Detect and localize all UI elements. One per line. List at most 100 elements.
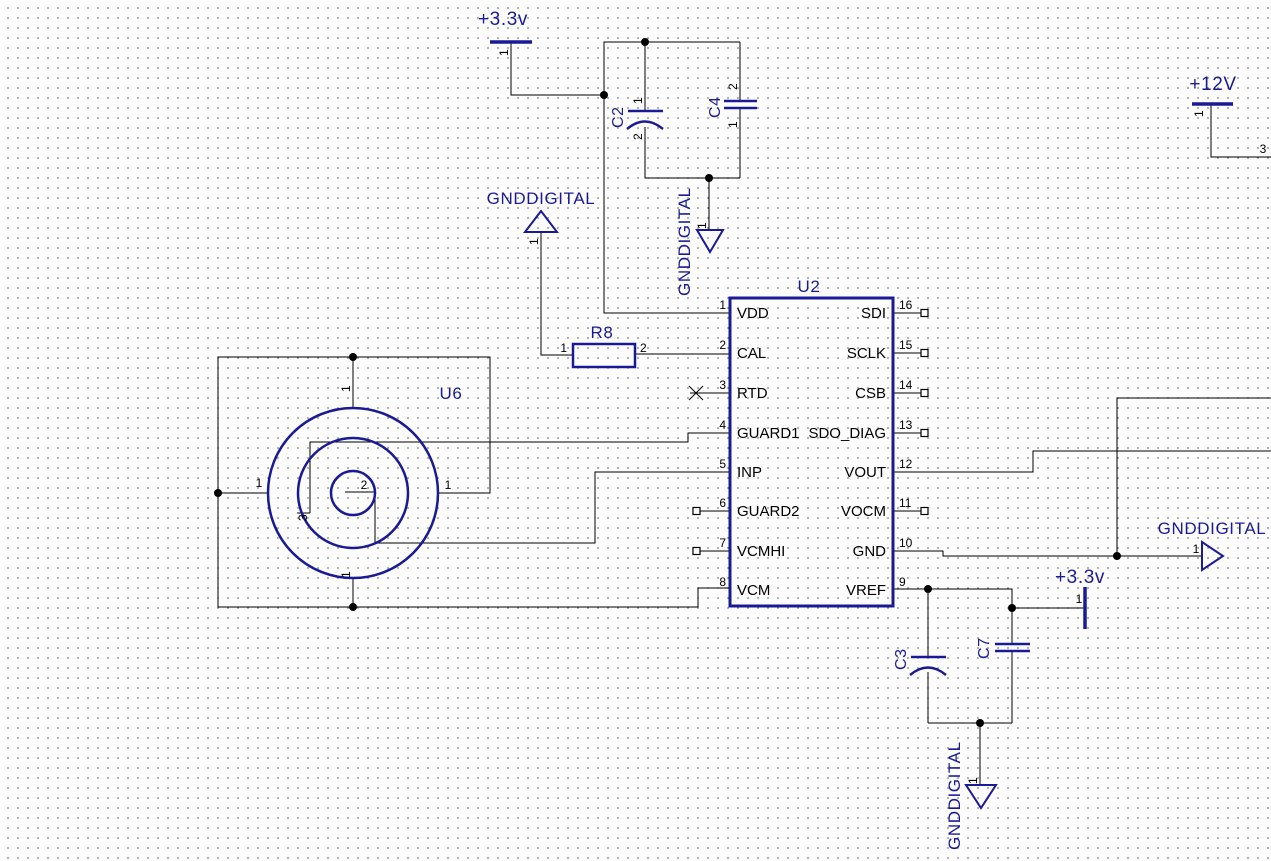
pin-num-c2-1: 1 [631, 97, 645, 104]
junction-dot [214, 489, 222, 497]
net-label-3v3-right: +3.3v [1055, 567, 1105, 588]
pin-name-vcmhi: VCMHI [737, 543, 785, 560]
pin-num-r8-2: 2 [640, 341, 647, 355]
junction-dot [705, 174, 713, 182]
pin-name-sclk: SCLK [847, 345, 886, 362]
ref-C7: C7 [976, 637, 993, 659]
gnd-label-bot-vert: GNDDIGITAL [945, 741, 964, 850]
ic-u2-body[interactable] [728, 296, 895, 608]
pin-name-gnd: GND [853, 543, 887, 560]
net-label-3v3-top: +3.3v [478, 9, 528, 30]
pin-num-16: 16 [899, 298, 913, 312]
shapes-layer [266, 40, 1233, 810]
junction-dot [924, 585, 932, 593]
pin-num-gndtop-1: 1 [695, 222, 709, 229]
cap-c2-curved-plate[interactable] [626, 120, 664, 130]
gnd-label-top-vert: GNDDIGITAL [675, 187, 694, 296]
pin-num-c4-1: 1 [726, 121, 740, 128]
pin-name-guard2: GUARD2 [737, 503, 800, 520]
gnd-triangle-bot-down[interactable] [964, 784, 998, 810]
wire-c2-bottom[interactable] [644, 127, 740, 179]
gnd-label-left: GNDDIGITAL [487, 189, 596, 208]
noconnect-pin11[interactable] [920, 506, 929, 516]
pin-num-c4-2: 2 [726, 83, 740, 90]
pin-num-7: 7 [719, 536, 726, 550]
wire-3v3-feed[interactable] [510, 42, 604, 96]
pin-num-6: 6 [719, 496, 726, 510]
wire-vcm-net[interactable] [353, 587, 730, 608]
pin-name-guard1: GUARD1 [737, 425, 800, 442]
wires-layer [217, 41, 1271, 785]
pin-num-gndleft-1: 1 [527, 238, 541, 245]
pin-num-edge-3: 3 [1260, 142, 1267, 156]
wire-gnd-branch[interactable] [1116, 397, 1271, 556]
pin-name-vocm: VOCM [841, 503, 886, 520]
pin-num-u6top-1: 1 [339, 385, 353, 392]
net-label-12v: +12V [1189, 74, 1236, 95]
ref-C3: C3 [893, 648, 910, 670]
pin-num-4: 4 [719, 418, 726, 432]
wire-vdd-net[interactable] [603, 41, 740, 314]
pin-num-u6bot-1: 1 [339, 571, 353, 578]
wire-vout-net[interactable] [893, 450, 1271, 473]
noconnect-pin13[interactable] [920, 428, 929, 438]
pin-num-3: 3 [719, 378, 726, 392]
cap-c3-curved-plate[interactable] [909, 666, 947, 676]
pin-num-u6center-2: 2 [361, 478, 368, 492]
wire-guard1-net[interactable] [309, 432, 730, 513]
pin-num-3v3top-1: 1 [497, 49, 511, 56]
gnd-triangle-top-down[interactable] [695, 229, 725, 254]
pin-num-8: 8 [719, 575, 726, 589]
junctions-layer [214, 38, 1121, 727]
ref-U6: U6 [440, 384, 463, 403]
pin-name-sdodiag: SDO_DIAG [808, 425, 886, 442]
ref-U2: U2 [798, 277, 821, 296]
junction-dot [976, 719, 984, 727]
pin-num-u6guard-3: 3 [296, 514, 310, 521]
pin-num-u6right-1: 1 [445, 478, 452, 492]
pin-name-vcm: VCM [737, 582, 770, 599]
pin-num-5: 5 [719, 457, 726, 471]
u6-inner-ring[interactable] [329, 469, 377, 517]
pin-num-13: 13 [899, 418, 913, 432]
ref-R8: R8 [591, 323, 614, 342]
pin-num-gndbot-1: 1 [966, 777, 980, 784]
pin-num-3v3right-1: 1 [1076, 592, 1083, 606]
pin-name-vref: VREF [846, 582, 886, 599]
noconnect-x-rtd [688, 385, 704, 401]
pin-num-1: 1 [719, 298, 726, 312]
gnd-label-right: GNDDIGITAL [1158, 519, 1267, 538]
resistor-r8-body[interactable] [571, 342, 637, 369]
wire-gnd-to-r8[interactable] [540, 232, 573, 356]
noconnect-pin7[interactable] [692, 546, 701, 556]
pin-num-11: 11 [899, 496, 912, 510]
junction-dot [349, 603, 357, 611]
pin-name-vout: VOUT [844, 464, 886, 481]
noconnect-pin6[interactable] [692, 506, 701, 516]
noconnect-pin16[interactable] [920, 308, 929, 318]
u6-middle-ring[interactable] [296, 436, 410, 550]
noconnect-pin15[interactable] [920, 348, 929, 358]
pin-num-u6left-1: 1 [256, 476, 263, 490]
wire-gnd-main[interactable] [893, 550, 1202, 557]
pin-num-r8-1: 1 [560, 341, 567, 355]
pin-num-10: 10 [899, 536, 913, 550]
pin-name-rtd: RTD [737, 385, 768, 402]
wire-vref-net[interactable] [893, 588, 1013, 608]
ref-C4: C4 [707, 96, 724, 118]
u6-outer-ring[interactable] [266, 406, 440, 580]
junction-dot [1008, 604, 1016, 612]
pin-num-gndright-1: 1 [1193, 542, 1200, 556]
pin-name-sdi: SDI [861, 305, 886, 322]
wire-inp-net[interactable] [345, 471, 730, 544]
junction-dot [641, 38, 649, 46]
junction-dot [1113, 552, 1121, 560]
noconnect-pin14[interactable] [920, 388, 929, 398]
pin-num-15: 15 [899, 338, 913, 352]
gnd-triangle-left-up[interactable] [522, 209, 560, 233]
pin-name-cal: CAL [737, 345, 766, 362]
wire-12v-net[interactable] [1210, 104, 1271, 158]
gnd-triangle-right[interactable] [1201, 540, 1225, 572]
pin-num-12v-1: 1 [1192, 110, 1206, 117]
